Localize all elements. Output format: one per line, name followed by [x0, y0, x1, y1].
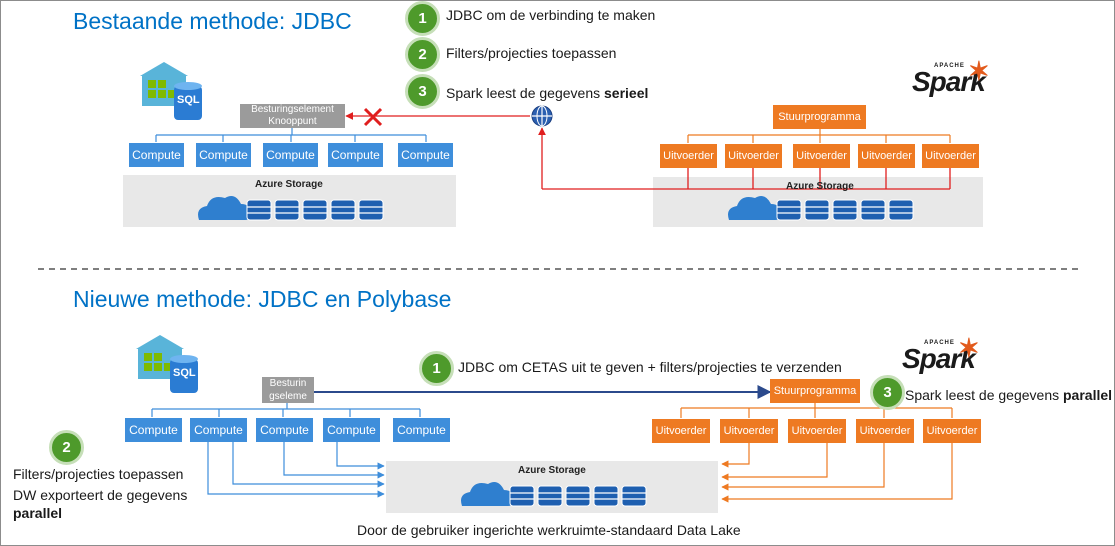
- step-1-text: JDBC om de verbinding te maken: [446, 7, 656, 23]
- storage-cloud-disks-icon: [461, 482, 647, 507]
- bottom-executor-3: Uitvoerder: [788, 419, 846, 443]
- bottom-step-2-line3: parallel: [13, 505, 63, 521]
- parallel-export-lines: [207, 442, 385, 498]
- bottom-compute-tree: [151, 402, 421, 417]
- top-compute-tree: [155, 128, 427, 142]
- sql-warehouse-icon: [140, 62, 202, 120]
- bottom-step-1-text: JDBC om CETAS uit te geven + filters/pro…: [458, 359, 842, 375]
- bottom-compute-1: Compute: [125, 418, 182, 442]
- top-executor-5: Uitvoerder: [922, 144, 979, 168]
- step-2-text: Filters/projecties toepassen: [446, 45, 617, 61]
- step-3-text: Spark leest de gegevens serieel: [446, 85, 649, 101]
- serial-read-path: [345, 112, 951, 190]
- sql-warehouse-icon: [136, 335, 198, 393]
- bottom-step-2-line1: Filters/projecties toepassen: [13, 466, 184, 482]
- top-executor-tree: [687, 129, 951, 143]
- bottom-executor-2: Uitvoerder: [720, 419, 778, 443]
- parallel-read-lines: [721, 442, 953, 503]
- bottom-executor-tree: [680, 400, 953, 418]
- bottom-executor-1: Uitvoerder: [652, 419, 710, 443]
- connector-globe-icon: [531, 105, 553, 127]
- bottom-step-2-line2: DW exporteert de gegevens: [13, 487, 188, 503]
- top-driver: Stuurprogramma: [773, 105, 866, 129]
- bottom-executor-4: Uitvoerder: [856, 419, 914, 443]
- bottom-step-2-badge: 2: [49, 430, 84, 465]
- bottom-compute-5: Compute: [393, 418, 450, 442]
- top-right-storage-label: Azure Storage: [786, 181, 854, 192]
- step-3-badge: 3: [405, 74, 440, 109]
- bottom-executor-5: Uitvoerder: [923, 419, 981, 443]
- storage-cloud-disks-icon: [728, 196, 914, 221]
- bottom-step-3-text: Spark leest de gegevens parallel: [905, 387, 1113, 403]
- top-compute-5: Compute: [398, 143, 453, 167]
- bottom-storage-label: Azure Storage: [518, 465, 586, 476]
- top-executor-1: Uitvoerder: [660, 144, 717, 168]
- top-executor-3: Uitvoerder: [793, 144, 850, 168]
- bottom-title: Nieuwe methode: JDBC en Polybase: [73, 286, 452, 312]
- bottom-step-1-badge: 1: [419, 351, 454, 386]
- bottom-step-3-badge: 3: [870, 375, 905, 410]
- top-compute-3: Compute: [263, 143, 318, 167]
- bottom-driver: Stuurprogramma: [770, 379, 860, 403]
- top-executor-4: Uitvoerder: [858, 144, 915, 168]
- top-left-storage-label: Azure Storage: [255, 179, 323, 190]
- top-executor-2: Uitvoerder: [725, 144, 782, 168]
- sql-label-bottom: SQL: [173, 367, 196, 379]
- top-compute-4: Compute: [328, 143, 383, 167]
- top-compute-2: Compute: [196, 143, 251, 167]
- spark-star-icon: ✶: [968, 56, 990, 86]
- step-1-badge: 1: [405, 1, 440, 36]
- spark-star-icon: ✶: [958, 333, 980, 363]
- sql-label-top: SQL: [177, 94, 200, 106]
- bottom-compute-2: Compute: [190, 418, 247, 442]
- bottom-compute-4: Compute: [323, 418, 380, 442]
- top-title: Bestaande methode: JDBC: [73, 8, 352, 34]
- bottom-caption: Door de gebruiker ingerichte werkruimte-…: [357, 522, 741, 538]
- blocked-x-icon: [363, 107, 383, 127]
- bottom-compute-3: Compute: [256, 418, 313, 442]
- storage-cloud-disks-icon: [198, 196, 384, 221]
- top-compute-1: Compute: [129, 143, 184, 167]
- step-2-badge: 2: [405, 37, 440, 72]
